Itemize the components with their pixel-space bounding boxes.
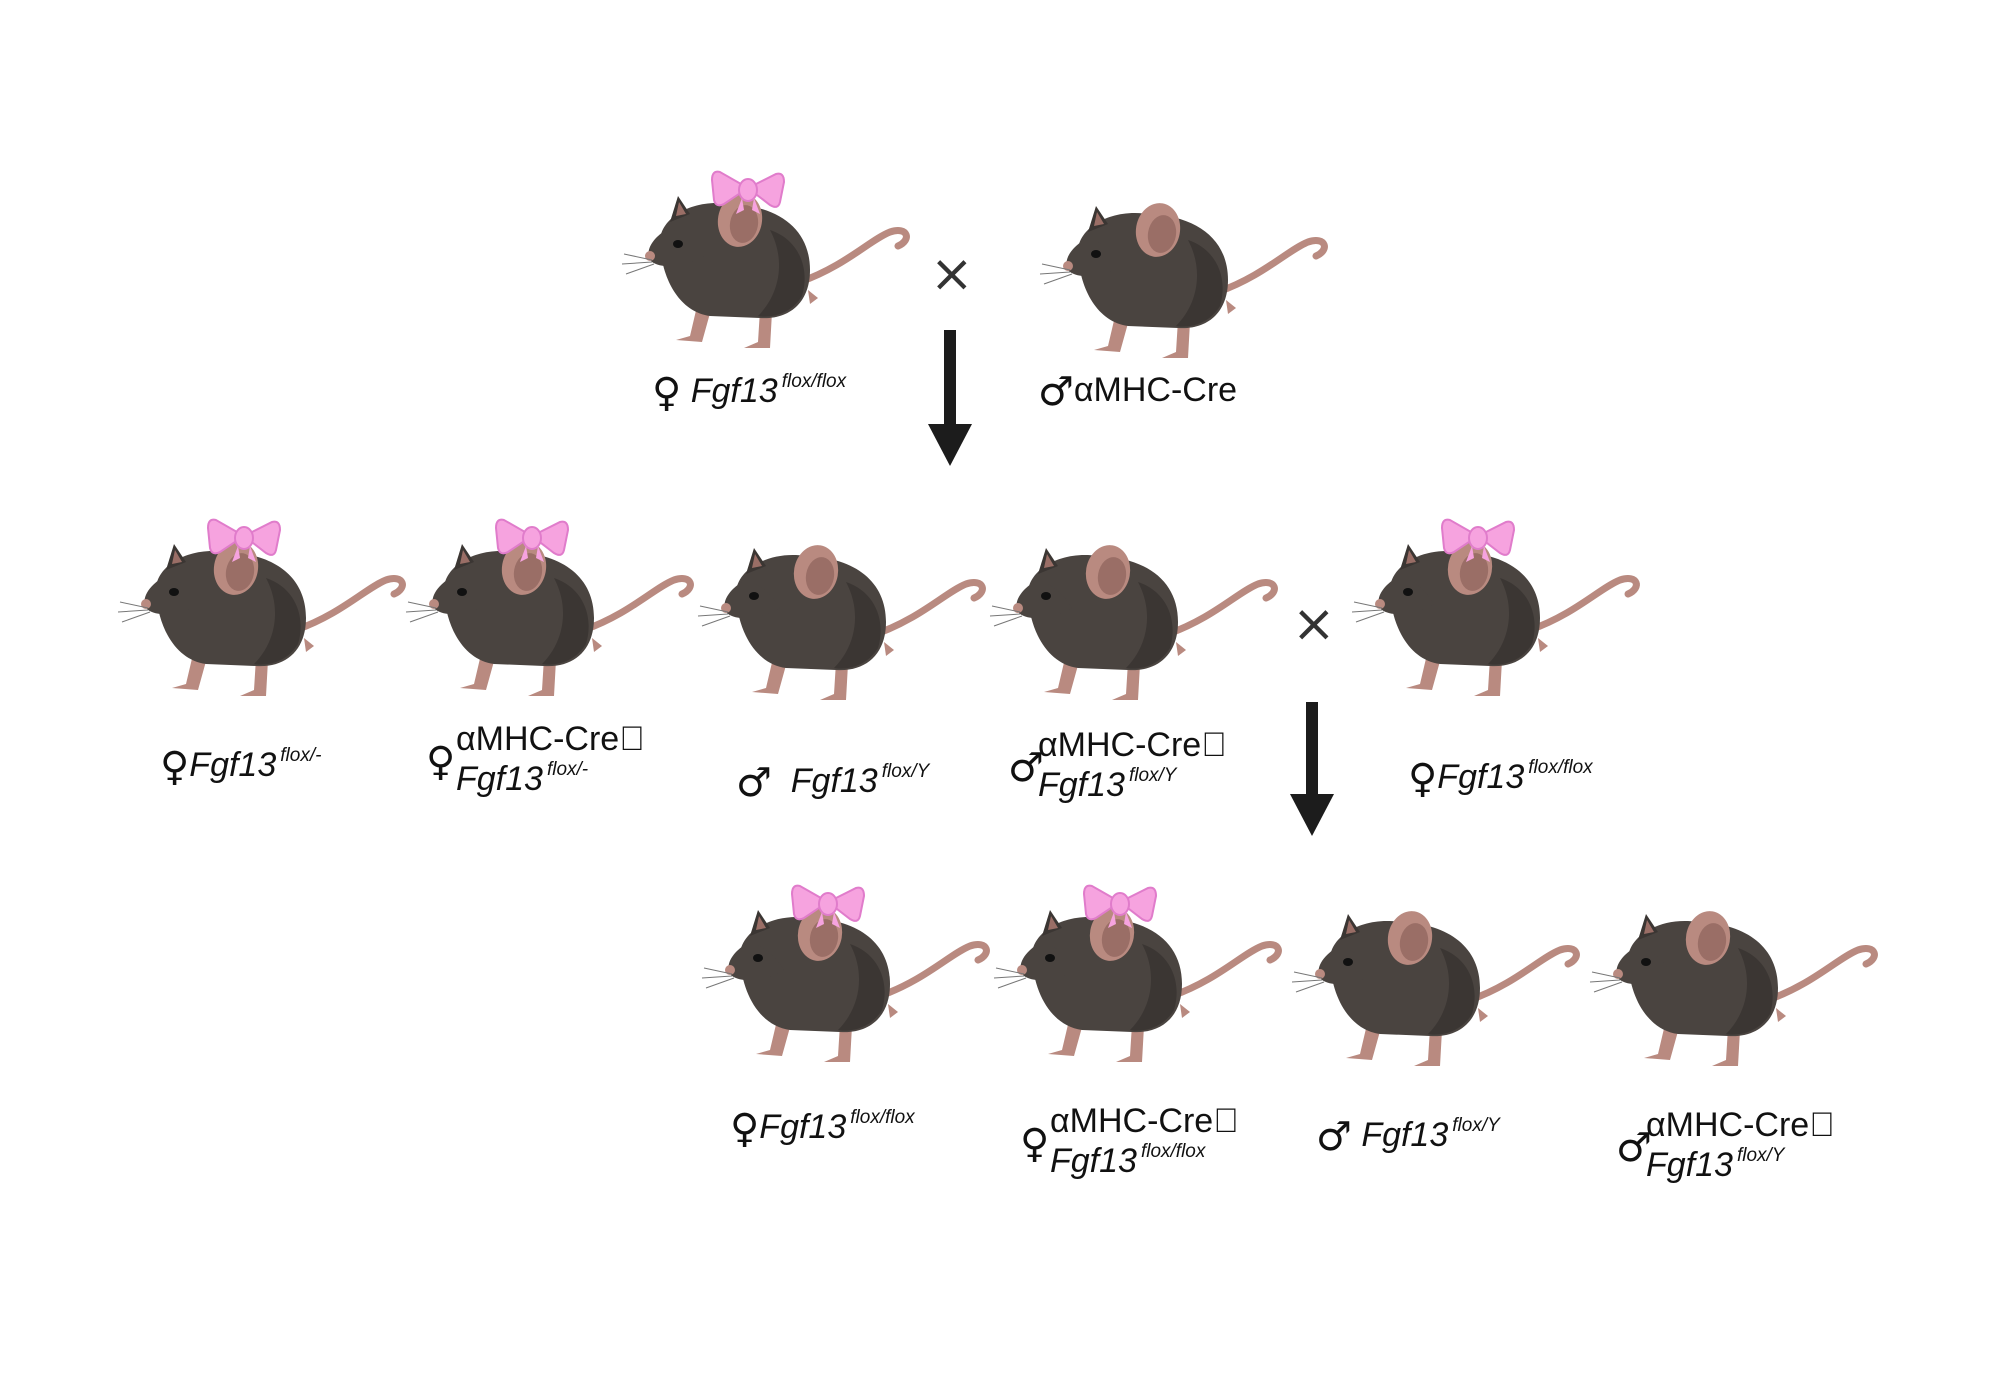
cross-symbol: × (930, 244, 974, 304)
bow-icon (1082, 884, 1158, 928)
bow-icon (790, 884, 866, 928)
mouse-female-icon (621, 170, 910, 360)
bow-icon (494, 518, 570, 562)
gen1-male-label: ♂αMHC-Cre (1038, 369, 1238, 415)
down-arrow-1-icon (928, 330, 972, 466)
mouse-male-icon (697, 522, 986, 712)
arrow-head (928, 424, 972, 466)
down-arrow-2-icon (1290, 702, 1334, 836)
arrow-shaft (1306, 702, 1318, 800)
mouse-male-icon (989, 522, 1278, 712)
bow-icon (206, 518, 282, 562)
mouse-female-icon (993, 884, 1282, 1074)
mouse-female-icon (701, 884, 990, 1074)
mouse-female-icon (117, 518, 406, 708)
mouse-male-icon (1589, 888, 1878, 1078)
bow-icon (1440, 518, 1516, 562)
cross-symbol: × (1292, 594, 1336, 654)
bow-icon (710, 170, 786, 214)
arrow-head (1290, 794, 1334, 836)
mouse-male-icon (1039, 180, 1328, 370)
mouse-male-icon (1291, 888, 1580, 1078)
mouse-female-icon (1351, 518, 1640, 708)
mouse-female-icon (405, 518, 694, 708)
arrow-shaft (944, 330, 956, 430)
